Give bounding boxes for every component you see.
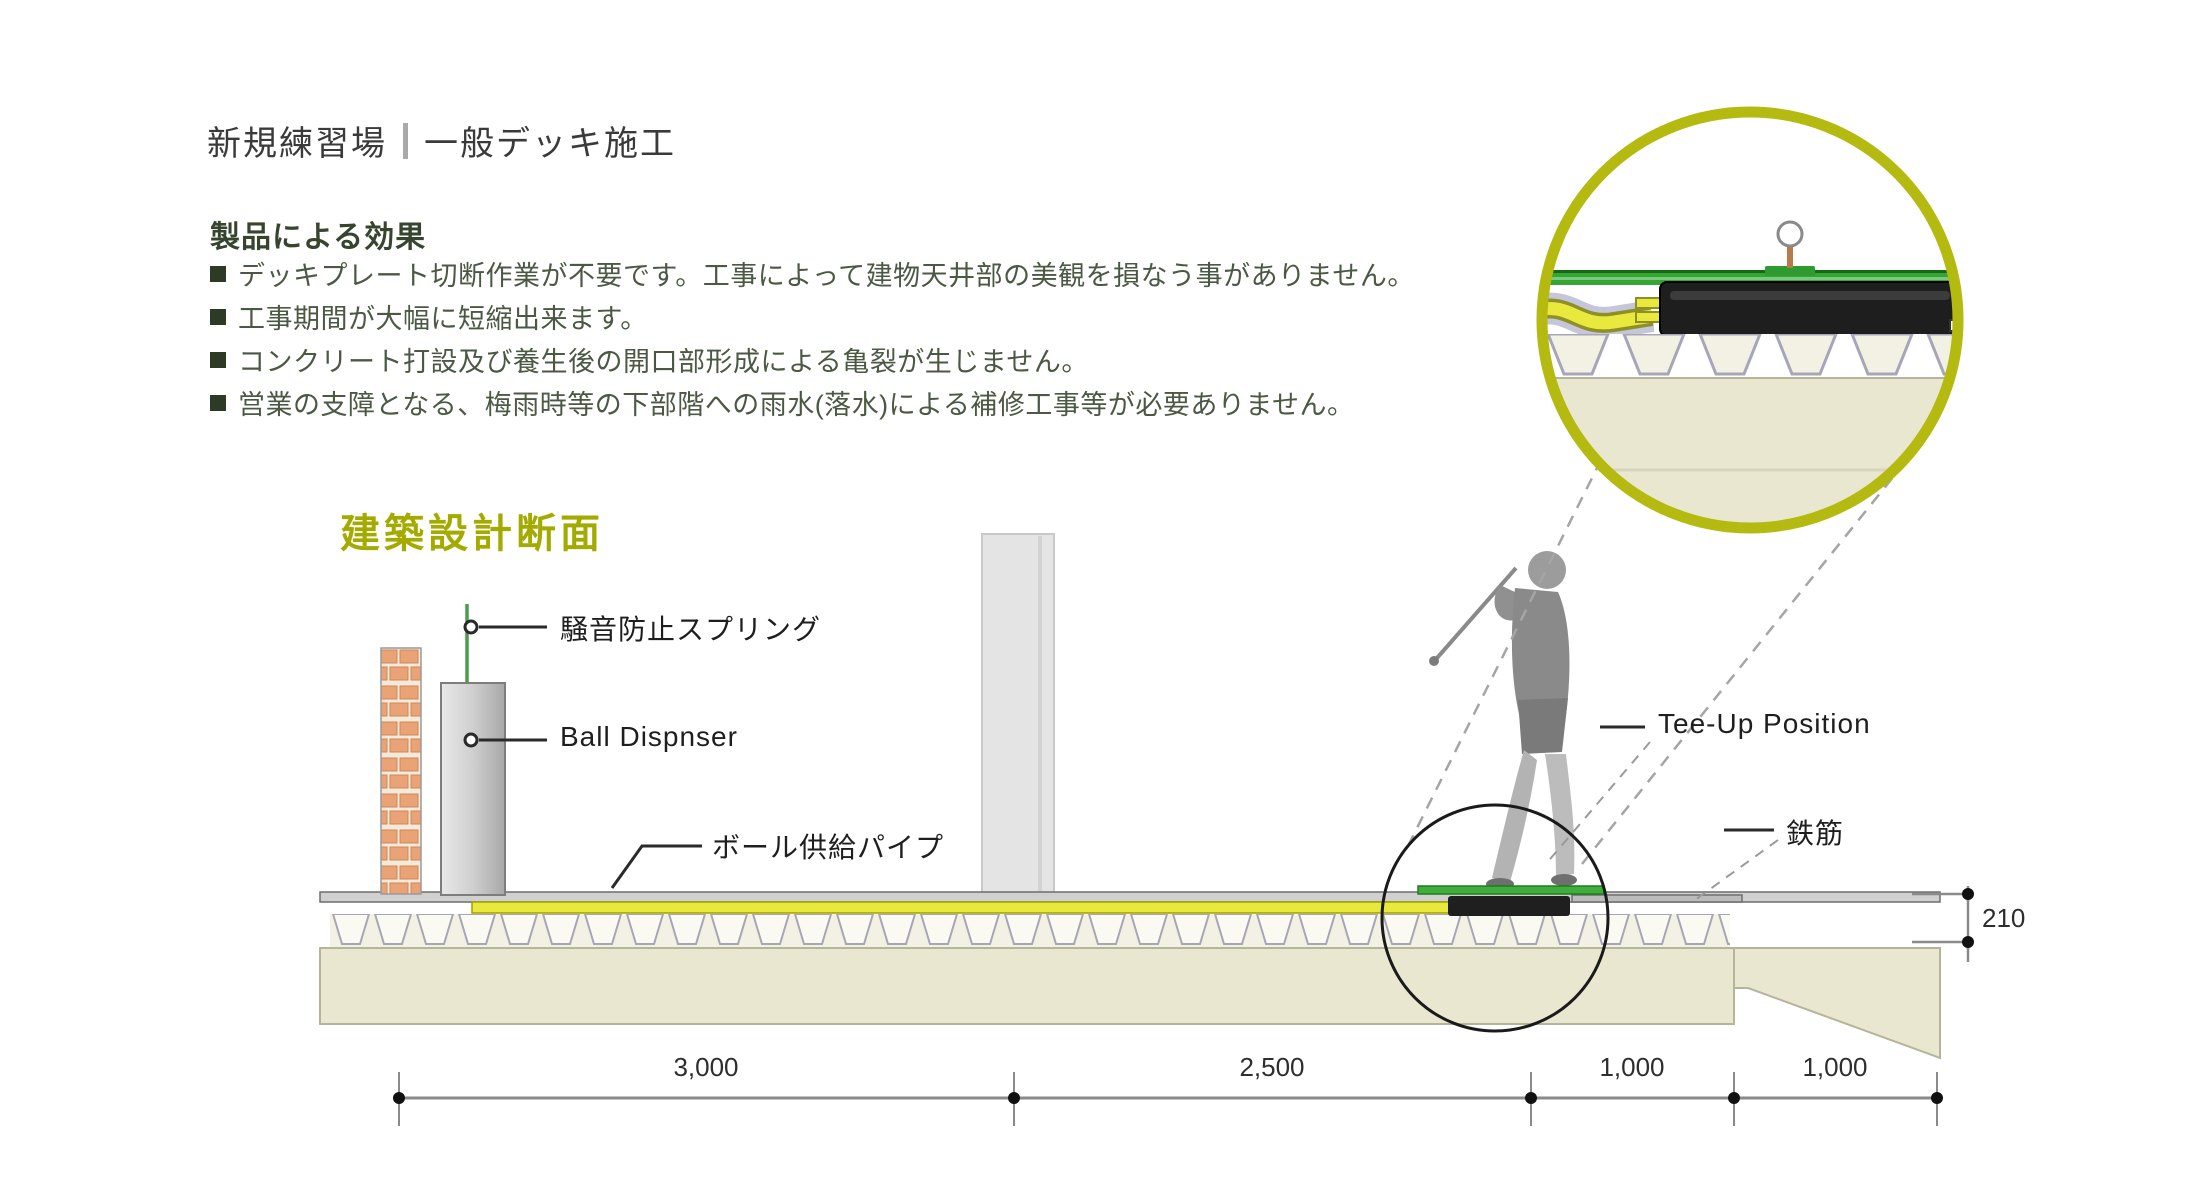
leader-lines (463, 619, 1774, 889)
list-item: 営業の支障となる、梅雨時等の下部階への雨水(落水)による補修工事等が必要ありませ… (210, 381, 1415, 424)
rebar-pointer-line (1694, 839, 1779, 901)
label-noise-spring: 騒音防止スプリング (560, 614, 822, 645)
effects-item-text: デッキプレート切断作業が不要です。工事によって建物天井部の美観を損なう事がありま… (238, 261, 1415, 291)
concrete-slab (319, 947, 1735, 1025)
page-title: 新規練習場 一般デッキ施工 (207, 116, 676, 165)
detail-circle (1536, 106, 2106, 534)
label-rebar: 鉄筋 (1786, 818, 1845, 849)
pipe-leader (610, 844, 702, 889)
golf-ball (1776, 220, 1804, 248)
detail-tee-box (1659, 281, 1954, 337)
slab-right-wedge (1733, 947, 1941, 1060)
page-title-primary: 新規練習場 (207, 125, 387, 163)
label-ball-supply-pipe: ボール供給パイプ (712, 832, 945, 863)
detail-concrete (1546, 377, 1954, 524)
dim-span-4: 1,000 (1802, 1052, 1868, 1082)
tee-pointer-line (1544, 741, 1651, 866)
label-ball-dispenser: Ball Dispnser (560, 721, 738, 752)
detail-deck-edge (1958, 288, 2106, 301)
page-title-secondary: 一般デッキ施工 (424, 125, 676, 163)
net-pillar (981, 533, 1055, 895)
ball-dispenser-unit (440, 682, 506, 896)
thickness-dimension (1912, 886, 1974, 962)
title-divider (403, 122, 408, 159)
list-item: コンクリート打設及び養生後の開口部形成による亀裂が生じません。 (210, 338, 1415, 381)
dim-span-2: 2,500 (1239, 1052, 1305, 1082)
bullet-square-icon (210, 394, 226, 411)
section-title: 建築設計断面 (340, 512, 604, 556)
detail-ribs (1546, 334, 1954, 378)
golfer-silhouette (1429, 551, 1577, 890)
list-item: デッキプレート切断作業が不要です。工事によって建物天井部の美観を損なう事がありま… (210, 252, 1415, 295)
label-pointer-lines (1544, 741, 1779, 901)
effects-item-text: コンクリート打設及び養生後の開口部形成による亀裂が生じません。 (238, 347, 1089, 377)
span-dimension-line (393, 1072, 1943, 1126)
brick-column (380, 647, 422, 895)
bullet-square-icon (210, 265, 226, 282)
corrugated-deck-ribs (330, 914, 1730, 948)
effects-heading: 製品による効果 (210, 221, 427, 254)
effects-list: デッキプレート切断作業が不要です。工事によって建物天井部の美観を損なう事がありま… (210, 252, 1415, 424)
detail-green-edge (1546, 270, 1954, 274)
detail-ring (1536, 106, 1964, 534)
effects-item-text: 工事期間が大幅に短縮出来ます。 (238, 304, 648, 334)
tee-detail-source-circle (1380, 803, 1610, 1033)
dim-span-3: 1,000 (1599, 1052, 1665, 1082)
detail-tee-pin (1765, 220, 1815, 276)
label-tee-up-position: Tee-Up Position (1658, 708, 1871, 739)
bullet-square-icon (210, 308, 226, 325)
dim-slab-thickness: 210 (1982, 903, 2026, 933)
effects-item-text: 営業の支障となる、梅雨時等の下部階への雨水(落水)による補修工事等が必要ありませ… (238, 390, 1355, 420)
projection-lines (1406, 461, 1903, 865)
dim-span-1: 3,000 (673, 1052, 739, 1082)
ball-supply-pipe-run (471, 901, 1451, 914)
list-item: 工事期間が大幅に短縮出来ます。 (210, 295, 1415, 338)
bullet-square-icon (210, 351, 226, 368)
main-cross-section (319, 533, 1941, 1060)
rebar-bar (1571, 894, 1743, 903)
